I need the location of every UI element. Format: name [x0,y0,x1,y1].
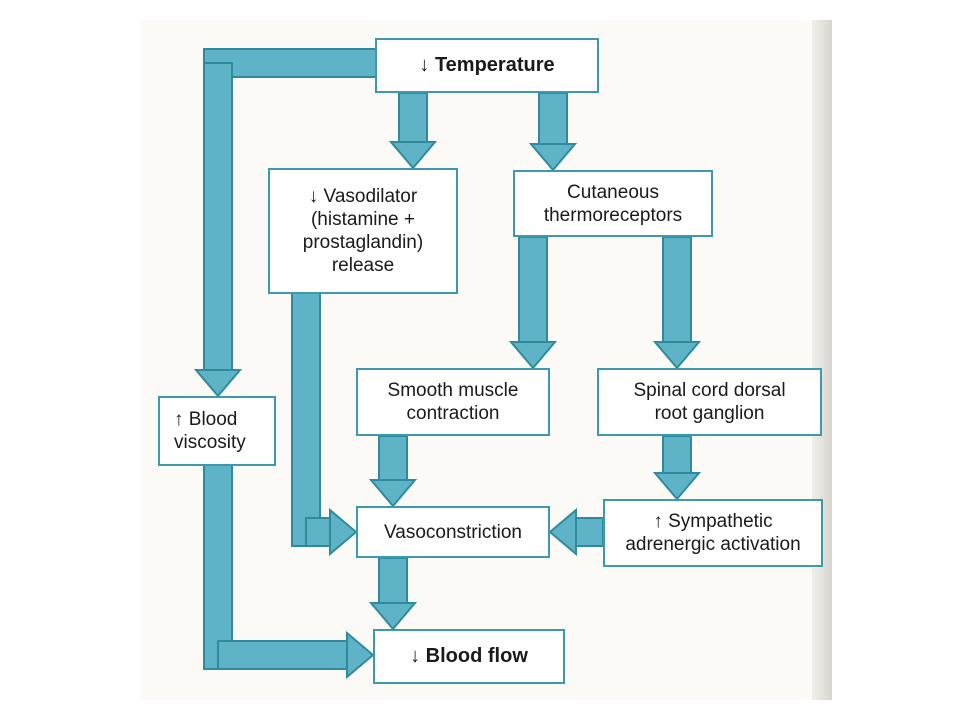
node-vasoconstriction: Vasoconstriction [356,506,550,558]
node-blood-viscosity: ↑ Blood viscosity [158,396,276,466]
node-blood-viscosity-line-2: viscosity [174,432,246,453]
arrow-sympathetic-to-vasoconstriction [548,507,604,557]
node-vasodilator-line-4: release [331,255,395,276]
node-sympathetic-line-2: adrenergic activation [625,534,801,555]
arrow-spinal-cord-to-sympathetic [652,435,702,501]
page-background [140,20,830,700]
node-spinal-cord-line-2: root ganglion [654,403,765,424]
node-vasodilator-release: ↓ Vasodilator (histamine + prostaglandin… [268,168,458,294]
arrow-blood-viscosity-to-blood-flow [203,451,375,680]
arrow-thermoreceptors-to-smooth-muscle [508,236,558,370]
node-temperature-label: ↓ Temperature [419,54,555,76]
arrow-thermoreceptors-to-spinal-cord [652,236,702,370]
node-blood-flow-label: ↓ Blood flow [410,645,528,667]
node-blood-flow: ↓ Blood flow [373,629,565,684]
node-spinal-cord-line-1: Spinal cord dorsal [633,380,786,401]
node-vasodilator-line-2: (histamine + [310,209,416,230]
node-sympathetic-line-1: ↑ Sympathetic [653,511,773,532]
node-blood-viscosity-line-1: ↑ Blood [174,409,238,430]
node-smooth-muscle-line-1: Smooth muscle [387,380,519,401]
node-vasodilator-line-3: prostaglandin) [302,232,424,253]
node-thermoreceptors-line-1: Cutaneous [567,181,659,203]
arrow-vasoconstriction-to-blood-flow [368,557,418,631]
arrow-vasodilator-to-vasoconstriction [291,279,358,557]
node-temperature: ↓ Temperature [375,38,599,93]
arrow-smooth-muscle-to-vasoconstriction [368,435,418,508]
node-thermoreceptors-line-2: thermoreceptors [543,204,683,226]
arrow-temperature-to-vasodilator [388,92,438,170]
node-smooth-muscle-contraction: Smooth muscle contraction [356,368,550,436]
node-vasodilator-line-1: ↓ Vasodilator [308,186,418,207]
node-spinal-cord-ganglion: Spinal cord dorsal root ganglion [597,368,822,436]
node-sympathetic-activation: ↑ Sympathetic adrenergic activation [603,499,823,567]
node-vasoconstriction-label: Vasoconstriction [384,521,522,543]
arrow-temperature-to-thermoreceptors [528,92,578,172]
down-arrow-icon: ↓ [419,54,430,76]
arrow-temperature-to-blood-viscosity [193,48,390,398]
node-cutaneous-thermoreceptors: Cutaneous thermoreceptors [513,170,713,237]
node-smooth-muscle-line-2: contraction [406,403,500,424]
down-arrow-icon: ↓ [410,645,421,667]
